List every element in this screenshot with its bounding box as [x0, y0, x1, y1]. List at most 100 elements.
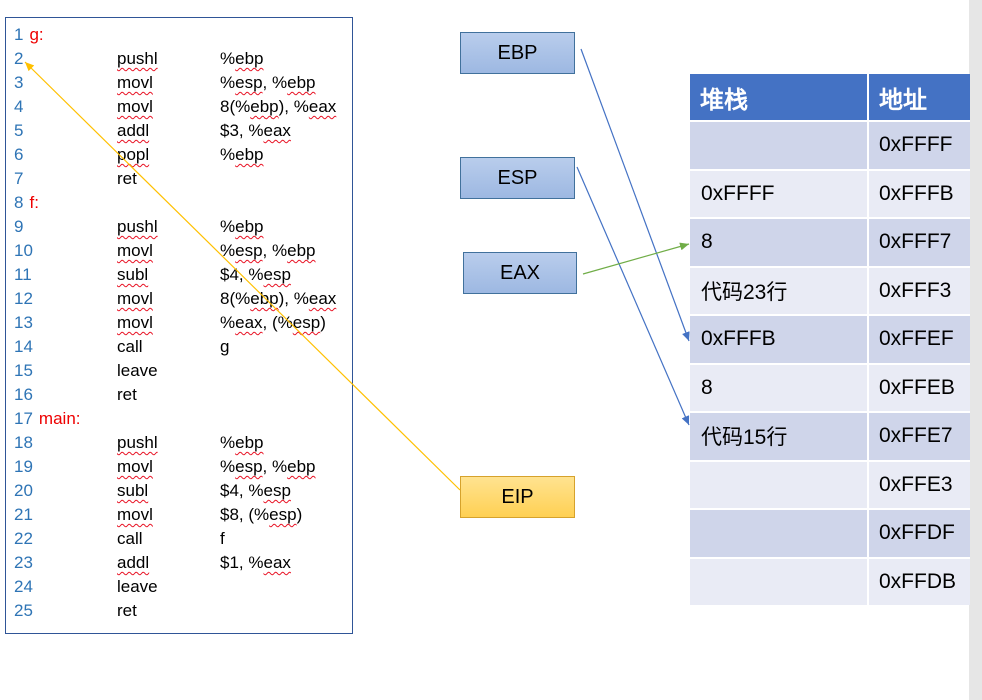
spellcheck-underline: eax [263, 121, 291, 140]
esp-register-box: ESP [460, 157, 575, 199]
line-number: 5 [14, 121, 24, 140]
spellcheck-underline: esp [263, 481, 291, 500]
operand: g [220, 337, 230, 356]
line-number: 3 [14, 73, 24, 92]
eax-pointer-arrow [582, 242, 690, 275]
code-line-9: 9 pushl %ebp [6, 215, 352, 239]
instruction: ret [117, 385, 137, 404]
spellcheck-underline: eax [308, 97, 337, 116]
instruction: movl [117, 313, 153, 332]
line-number: 6 [14, 145, 24, 164]
spellcheck-underline: eax [235, 313, 263, 332]
spellcheck-underline: ebp [250, 289, 279, 308]
operand: %ebp [220, 49, 264, 68]
spellcheck-underline: ebp [235, 49, 264, 68]
stack-row-7-value: 代码15行 [690, 413, 867, 460]
code-line-25: 25 ret [6, 599, 352, 623]
stack-column-header: 堆栈 [690, 74, 867, 120]
spellcheck-underline: esp [292, 313, 321, 332]
operand: $4, %esp [220, 481, 291, 500]
instruction: movl [117, 241, 153, 260]
instruction: call [117, 529, 143, 548]
line-number: 1 [14, 25, 24, 44]
line-number: 9 [14, 217, 24, 236]
line-number: 18 [14, 433, 33, 452]
instruction: addl [117, 121, 150, 140]
stack-row-4-address: 0xFFF3 [869, 267, 970, 314]
stack-row-5-value: 0xFFFB [690, 316, 867, 363]
eip-register-label: EIP [501, 485, 534, 508]
code-line-7: 7 ret [6, 167, 352, 191]
instruction: leave [117, 361, 158, 380]
line-number: 20 [14, 481, 33, 500]
address-column-header: 地址 [869, 74, 970, 120]
spellcheck-underline: ebp [287, 457, 316, 476]
instruction: popl [117, 145, 150, 164]
stack-row-9-value [690, 510, 867, 557]
instruction: addl [117, 553, 150, 572]
spellcheck-underline: esp [235, 457, 263, 476]
esp-pointer-arrow [576, 166, 690, 426]
stack-row-5-address: 0xFFEF [869, 316, 970, 363]
line-number: 25 [14, 601, 33, 620]
instruction: movl [117, 457, 153, 476]
instruction: ret [117, 169, 137, 188]
line-number: 24 [14, 577, 33, 596]
line-number: 11 [14, 265, 32, 284]
spellcheck-underline: ebp [235, 217, 264, 236]
function-label-f: f: [29, 193, 39, 212]
operand: %ebp [220, 217, 264, 236]
stack-row-10-address: 0xFFDB [869, 558, 970, 605]
instruction: leave [117, 577, 158, 596]
instruction: pushl [117, 217, 158, 236]
spellcheck-underline: esp [269, 505, 297, 524]
ebp-register-label: EBP [497, 41, 538, 64]
document-page-edge [969, 0, 982, 700]
instruction: subl [117, 481, 149, 500]
code-line-15: 15 leave [6, 359, 352, 383]
esp-register-label: ESP [497, 166, 538, 189]
stack-row-4-value: 代码23行 [690, 267, 867, 314]
instruction: pushl [117, 49, 158, 68]
instruction: movl [117, 97, 153, 116]
line-number: 12 [14, 289, 33, 308]
line-number: 4 [14, 97, 24, 116]
stack-table: 堆栈 地址 0xFFFF 0xFFFF 0xFFFB 8 0xFFF7 代码23… [690, 74, 970, 605]
line-number: 22 [14, 529, 33, 548]
code-line-2: 2 pushl %ebp [6, 47, 352, 71]
spellcheck-underline: ebp [235, 145, 264, 164]
line-number: 15 [14, 361, 33, 380]
operand: 8(%ebp), %eax [220, 289, 337, 308]
operand: f [220, 529, 225, 548]
spellcheck-underline: esp [263, 265, 291, 284]
line-number: 17 [14, 409, 33, 428]
stack-row-8-address: 0xFFE3 [869, 461, 970, 508]
instruction: call [117, 337, 143, 356]
line-number: 2 [14, 49, 24, 68]
operand: $8, (%esp) [220, 505, 303, 524]
line-number: 23 [14, 553, 33, 572]
line-number: 13 [14, 313, 33, 332]
operand: $4, %esp [220, 265, 291, 284]
line-number: 7 [14, 169, 24, 188]
instruction: subl [117, 265, 149, 284]
spellcheck-underline: ebp [287, 73, 316, 92]
eax-register-box: EAX [463, 252, 577, 294]
instruction: ret [117, 601, 137, 620]
operand: %esp, %ebp [220, 241, 316, 260]
stack-row-6-address: 0xFFEB [869, 364, 970, 411]
stack-row-1-value [690, 122, 867, 169]
eip-register-box: EIP [460, 476, 575, 518]
instruction: movl [117, 505, 153, 524]
stack-row-3-value: 8 [690, 219, 867, 266]
spellcheck-underline: esp [235, 241, 263, 260]
